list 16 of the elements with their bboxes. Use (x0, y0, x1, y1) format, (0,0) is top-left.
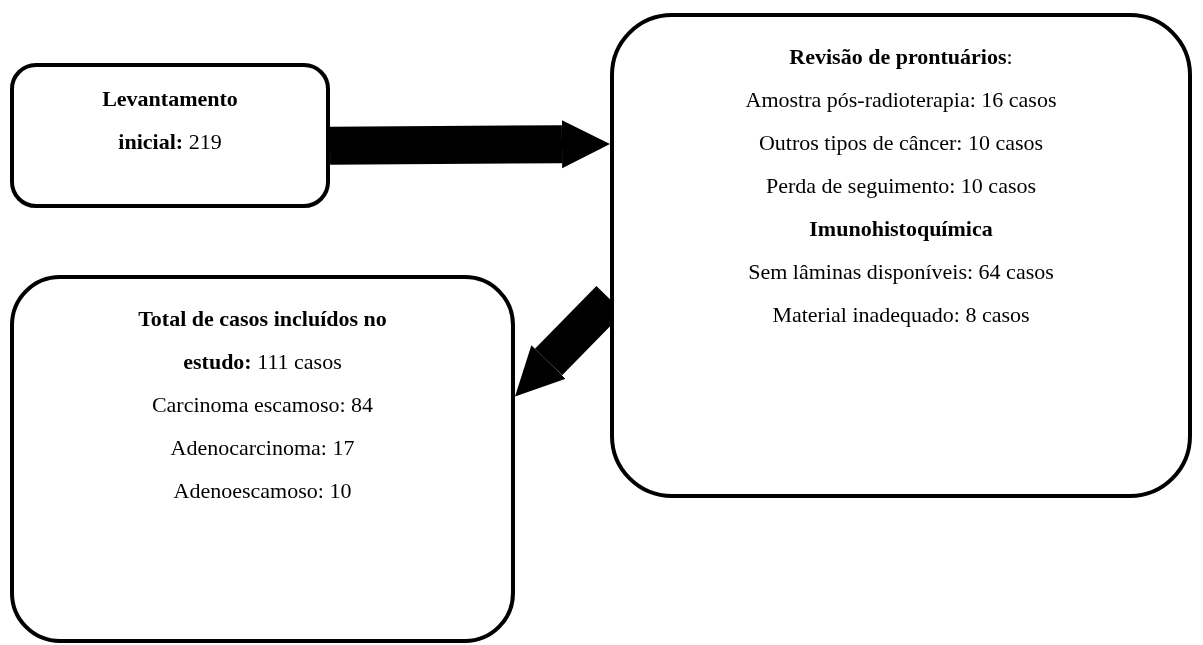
box-text: Material inadequado: 8 casos (772, 301, 1030, 329)
box-heading: Total de casos incluídos no estudo: 111 casos (137, 305, 388, 376)
box-text: Imunohistoquímica (809, 215, 993, 243)
box-text: Adenoescamoso: 10 (173, 477, 352, 505)
rounded-box (10, 275, 515, 643)
box-text: Perda de seguimento: 10 casos (765, 172, 1037, 200)
box-text: Carcinoma escamoso: 84 (151, 391, 374, 419)
box-text: Outros tipos de câncer: 10 casos (758, 129, 1044, 157)
box-heading: Revisão de prontuários: (789, 43, 1013, 71)
block-arrow (329, 120, 610, 169)
rounded-box (10, 63, 330, 208)
rounded-box (610, 13, 1192, 498)
box-text: Sem lâminas disponíveis: 64 casos (748, 258, 1054, 286)
box-text: Amostra pós-radioterapia: 16 casos (745, 86, 1057, 114)
box-text: Adenocarcinoma: 17 (170, 434, 355, 462)
box-heading: Levantamento inicial: 219 (101, 85, 239, 156)
